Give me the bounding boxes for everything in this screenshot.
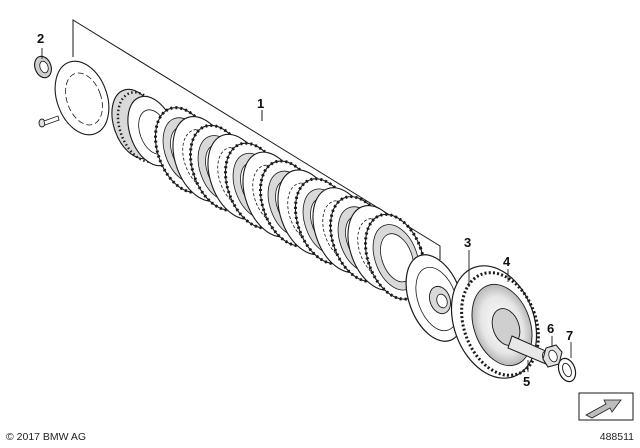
clutch-plates-group [54, 60, 426, 301]
diagram-number: 488511 [599, 431, 634, 443]
callout-2: 2 [37, 31, 44, 46]
washer [557, 357, 577, 383]
callout-4: 4 [503, 254, 511, 269]
hex-nut [542, 344, 563, 368]
leader-lines [41, 48, 572, 372]
bearing [34, 55, 52, 79]
cover-plate [54, 60, 110, 136]
callout-1: 1 [257, 96, 264, 111]
clutch-housing [450, 265, 540, 379]
copyright-text: © 2017 BMW AG [6, 431, 87, 443]
direction-arrow-icon [578, 392, 634, 421]
callout-6: 6 [547, 321, 554, 336]
pressure-plate [405, 254, 465, 342]
bolt [38, 115, 60, 128]
callout-5: 5 [523, 374, 530, 389]
callout-3: 3 [464, 235, 471, 250]
callout-1-bracket [72, 19, 441, 260]
callout-7: 7 [566, 328, 573, 343]
